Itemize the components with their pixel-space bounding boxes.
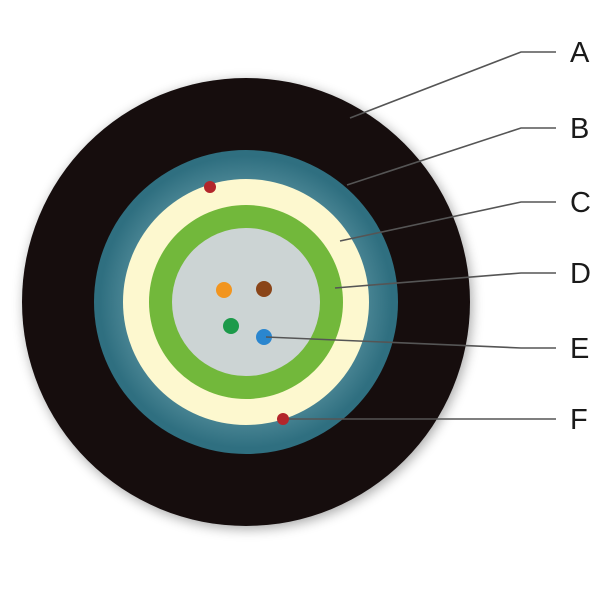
leader-line-a	[349, 51, 556, 119]
leader-line-e	[265, 336, 556, 349]
ripcord-top	[204, 181, 216, 193]
label-a: A	[570, 37, 590, 69]
label-e: E	[570, 333, 589, 365]
label-f: F	[570, 404, 588, 436]
fiber-brown	[256, 281, 272, 297]
label-c: C	[570, 187, 591, 219]
ripcord-bottom	[277, 413, 289, 425]
fiber-green	[223, 318, 239, 334]
label-b: B	[570, 113, 589, 145]
fiber-blue	[256, 329, 272, 345]
leader-line-b	[346, 127, 556, 186]
leader-line-c	[339, 201, 556, 242]
label-d: D	[570, 258, 591, 290]
core-tube	[172, 228, 320, 376]
fiber-orange	[216, 282, 232, 298]
leader-line-d	[334, 272, 556, 289]
